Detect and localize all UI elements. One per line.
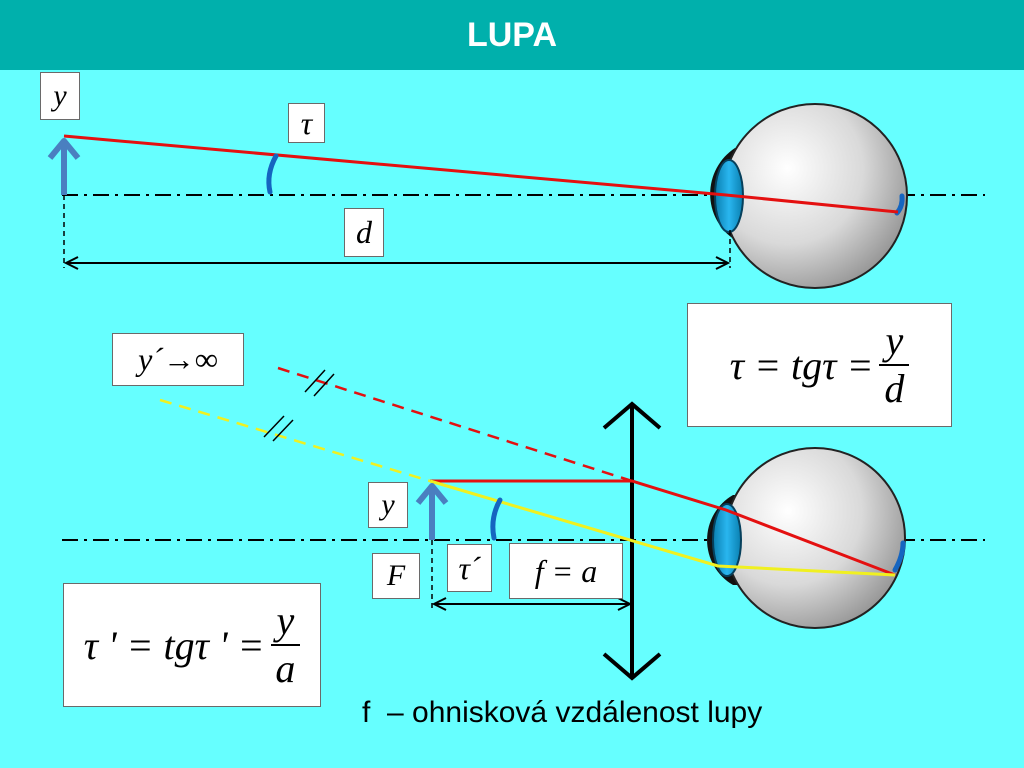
title-bar: LUPA: [0, 0, 1024, 70]
label-y-top: y: [40, 72, 80, 120]
page-title: LUPA: [466, 15, 558, 54]
parallel-marks-red: [304, 369, 335, 397]
ray-top-red: [63, 134, 899, 214]
fraction-bar: [879, 364, 910, 366]
formula-tau-lhs: τ = tgτ =: [729, 342, 874, 388]
label-F: F: [372, 553, 420, 599]
formula-tau-fraction: y d: [879, 318, 910, 411]
angle-tau-arc: [266, 153, 279, 195]
virtual-ray-yellow: [159, 398, 431, 483]
formula-tau-prime-lhs: τ ' = tgτ ' =: [83, 622, 265, 668]
label-y-image-infinity: y´→∞: [112, 333, 244, 386]
formula-tau-numerator: y: [885, 318, 904, 363]
formula-tau-denominator: d: [884, 366, 905, 411]
eye-top: [710, 103, 908, 289]
label-f-equals-a: f = a: [509, 543, 623, 599]
ray-bottom-yellow: [429, 479, 896, 577]
parallel-marks-yellow: [263, 415, 294, 442]
ray-bottom-red: [430, 479, 896, 577]
focal-length-arrow: [431, 597, 633, 611]
angle-tau-prime-arc: [490, 497, 503, 541]
virtual-ray-red: [277, 366, 633, 483]
object-arrow-top: [47, 138, 81, 195]
formula-tau: τ = tgτ = y d: [687, 303, 952, 427]
formula-tau-prime: τ ' = tgτ ' = y a: [63, 583, 321, 707]
formula-tau-prime-denominator: a: [275, 646, 296, 691]
fraction-bar: [270, 644, 301, 646]
formula-tau-prime-numerator: y: [276, 598, 295, 643]
eye-bottom: [707, 447, 906, 629]
object-arrow-bottom: [415, 483, 449, 540]
label-y-bottom: y: [368, 482, 408, 528]
label-d: d: [344, 208, 384, 257]
caption-focal-length: f – ohnisková vzdálenost lupy: [362, 696, 763, 729]
distance-arrow-d: [63, 256, 731, 270]
formula-tau-prime-fraction: y a: [270, 598, 301, 691]
label-tau: τ: [288, 103, 325, 143]
label-tau-prime: τ´: [447, 544, 492, 592]
